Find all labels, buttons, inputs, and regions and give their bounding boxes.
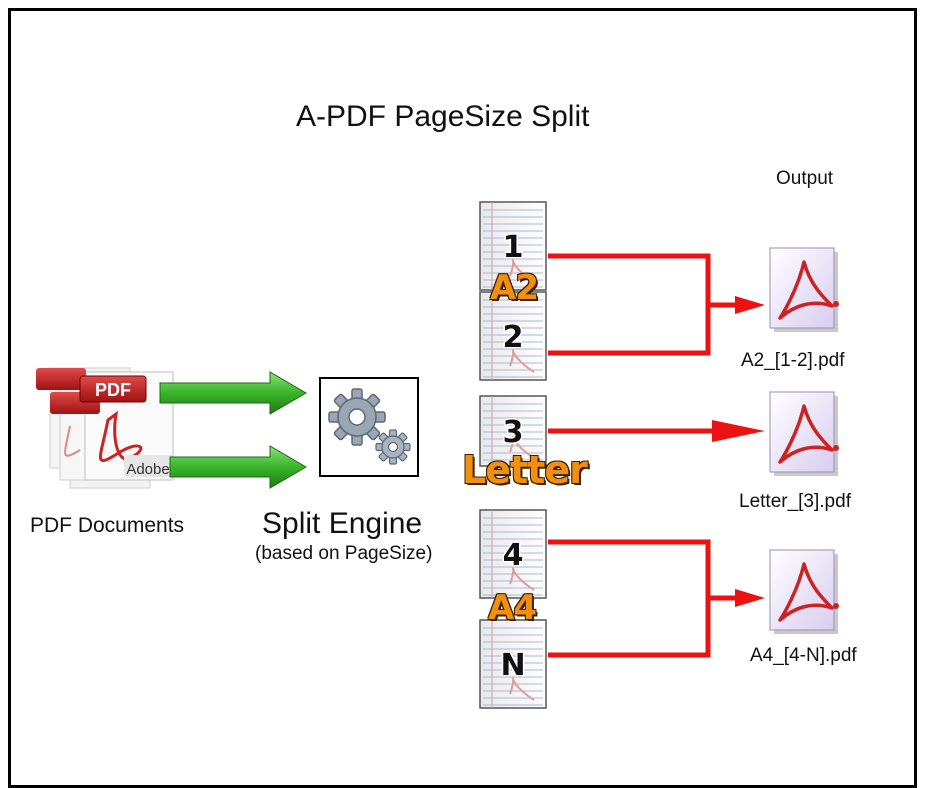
page-thumbnail: N	[479, 619, 547, 709]
red-connector-a2	[548, 253, 740, 356]
page-thumbnails: 1 2 3 4N	[479, 201, 547, 709]
diagram-title: A-PDF PageSize Split	[296, 100, 590, 133]
split-engine-subtitle: (based on PageSize)	[255, 543, 433, 564]
page-number-label: 4	[503, 538, 524, 573]
page-number-label: 1	[503, 230, 524, 265]
green-arrow-top	[159, 371, 307, 415]
output-pdf-icon	[769, 549, 839, 634]
page-thumbnail: 3	[479, 395, 547, 467]
page-thumbnail: 2	[479, 291, 547, 381]
output-file-a4: A4_[4-N].pdf	[750, 645, 857, 666]
size-label-letter: Letter	[462, 448, 588, 492]
red-connector-letter	[548, 420, 765, 442]
output-header: Output	[776, 168, 834, 189]
red-connector-a4	[548, 539, 740, 658]
split-engine-title: Split Engine	[262, 507, 423, 540]
pdf-documents-label: PDF Documents	[30, 514, 185, 537]
size-label-a2: A2	[490, 268, 539, 308]
page-thumbnail: 4	[479, 509, 547, 599]
gear-icon	[328, 388, 411, 465]
output-file-letter: Letter_[3].pdf	[739, 491, 851, 512]
adobe-text: Adobe	[126, 461, 169, 478]
page-number-label: N	[500, 648, 525, 683]
output-pdf-icon	[769, 391, 839, 476]
output-file-a2: A2_[1-2].pdf	[741, 350, 845, 371]
red-arrowhead-a4	[735, 589, 765, 607]
page-number-label: 3	[503, 415, 524, 450]
pdf-documents-icon	[36, 367, 174, 489]
page-thumbnail: 1	[479, 201, 547, 291]
pdf-tab-text: PDF	[95, 380, 131, 400]
size-label-a4: A4	[488, 588, 537, 628]
green-arrow-bottom	[169, 445, 307, 489]
page-number-label: 2	[503, 320, 524, 355]
red-arrowhead-a2	[735, 296, 765, 314]
output-pdf-icon	[769, 247, 839, 332]
